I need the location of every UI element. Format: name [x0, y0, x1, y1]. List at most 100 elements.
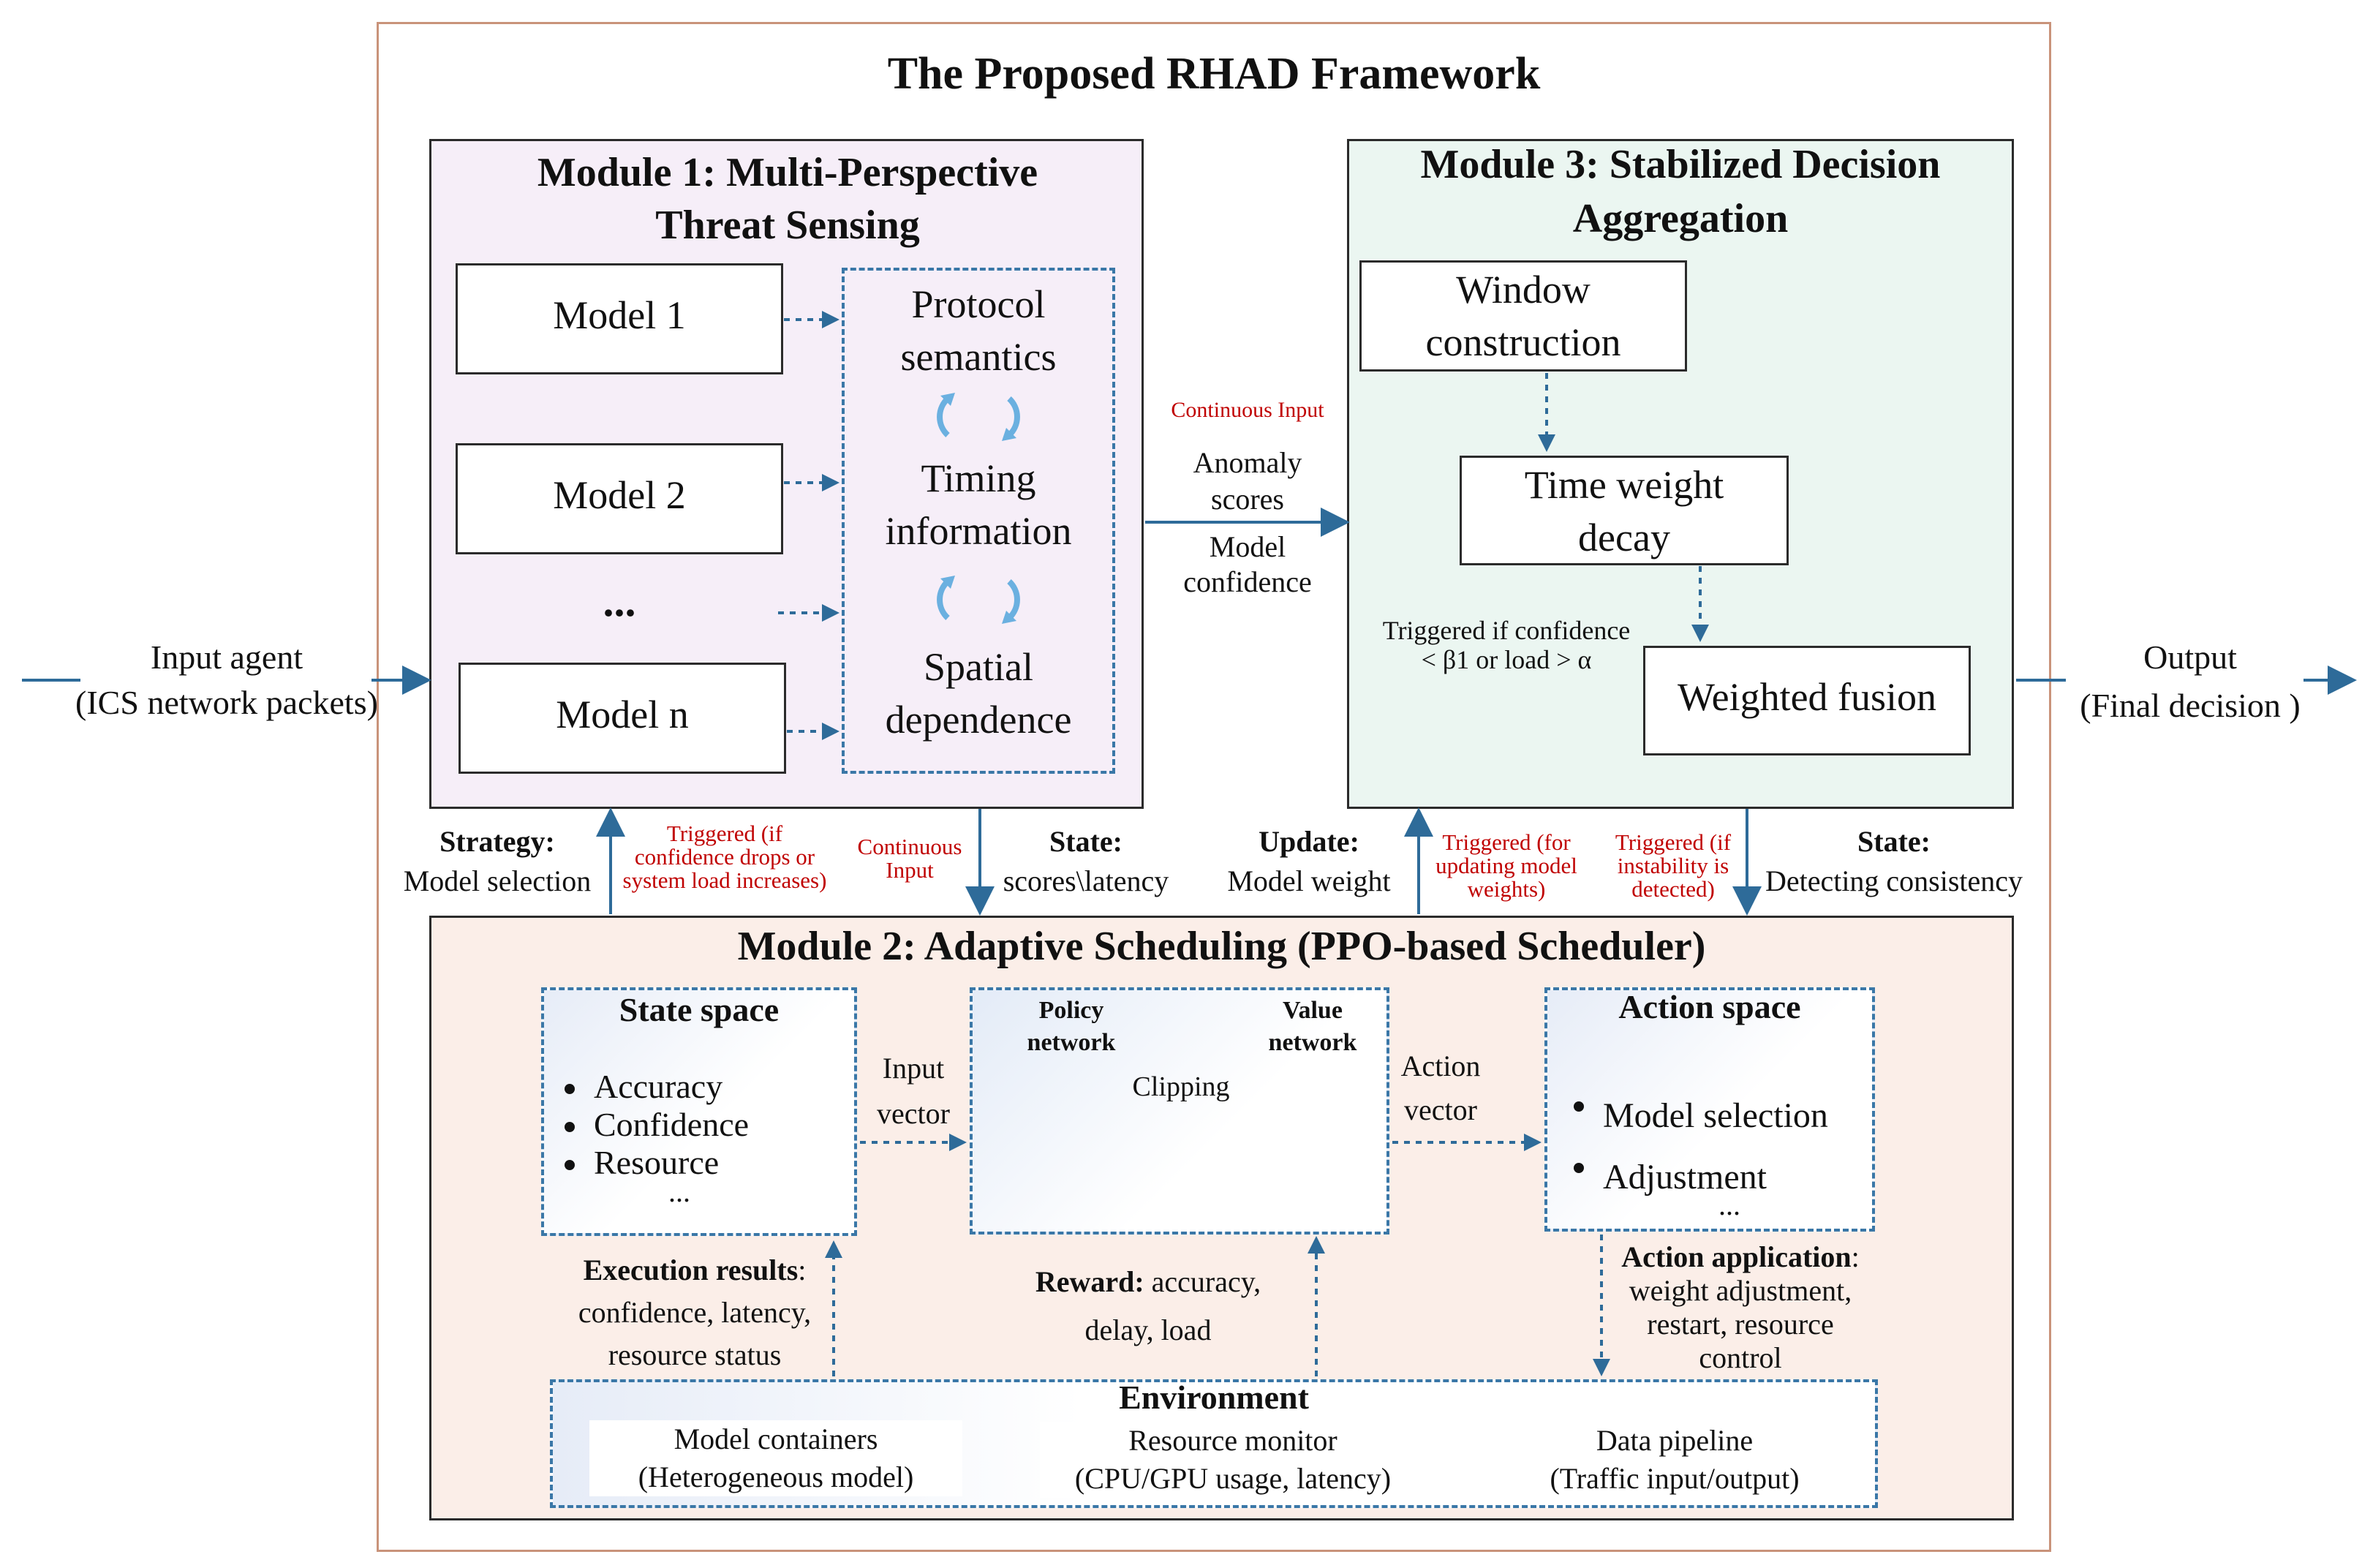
model-n-label: Model n — [556, 693, 689, 736]
env2-line2: (CPU/GPU usage, latency) — [1074, 1462, 1392, 1495]
time-weight-decay-label: Time weight decay — [1460, 459, 1789, 564]
time-weight-decay-box — [1460, 456, 1789, 565]
trig1-line1: Triggered (if — [666, 821, 783, 846]
env-data-pipeline: Data pipeline (Traffic input/output) — [1528, 1422, 1821, 1498]
decay-line2: decay — [1578, 516, 1670, 559]
state-item-confidence: Confidence — [556, 1106, 749, 1144]
framework-title: The Proposed RHAD Framework — [887, 49, 1541, 99]
weighted-fusion-box — [1643, 646, 1971, 755]
timing-line2: information — [885, 509, 1072, 553]
update-text: Model weight — [1227, 864, 1391, 897]
perspectives-box — [842, 268, 1115, 774]
action-app-line4: control — [1699, 1341, 1782, 1374]
policy-network-label: Policy network — [995, 995, 1148, 1059]
trig3-line3: detected) — [1631, 876, 1715, 902]
env-model-containers: Model containers (Heterogeneous model) — [589, 1420, 962, 1496]
anomaly-line1: Anomaly — [1193, 446, 1302, 479]
reward-label: Reward: accuracy, delay, load — [1009, 1258, 1287, 1354]
input-line1: Input agent — [150, 638, 303, 676]
cont-line2: Input — [886, 857, 934, 883]
module2-title: Module 2: Adaptive Scheduling (PPO-based… — [737, 924, 1706, 969]
env-resource-monitor: Resource monitor (CPU/GPU usage, latency… — [1040, 1422, 1426, 1498]
weighted-fusion-label: Weighted fusion — [1677, 675, 1937, 719]
env3-line2: (Traffic input/output) — [1550, 1462, 1800, 1495]
continuous-input-down-label: Continuous Input — [838, 835, 981, 882]
module3-trigger-label: Triggered if confidence < β1 or load > α — [1360, 616, 1653, 674]
action-space-box — [1544, 987, 1875, 1232]
model-2-label: Model 2 — [553, 473, 686, 517]
action-vector-label: Action vector — [1389, 1044, 1492, 1132]
input-line2: (ICS network packets) — [75, 684, 378, 721]
state-item-resource: Resource — [556, 1144, 749, 1182]
execution-results-label: Execution results: confidence, latency, … — [541, 1249, 848, 1376]
policy-line1: Policy — [1038, 997, 1104, 1024]
policy-line2: network — [1027, 1029, 1116, 1056]
trig2-line2: updating model — [1435, 853, 1577, 878]
model-n-box — [459, 663, 786, 774]
exec-colon: : — [798, 1254, 807, 1286]
update-title: Update: — [1259, 825, 1359, 858]
trigger-update-weights-label: Triggered (for updating model weights) — [1419, 831, 1594, 901]
trig1-line3: system load increases) — [622, 867, 827, 893]
action-item-model-selection: Model selection — [1565, 1085, 1828, 1147]
module1-title-line2: Threat Sensing — [655, 203, 920, 248]
strategy-label: Strategy: Model selection — [388, 822, 607, 901]
state-space-list: Accuracy Confidence Resource — [556, 1068, 749, 1182]
model-1-label: Model 1 — [553, 293, 686, 337]
spatial-dependence-label: Spatial dependence — [842, 641, 1115, 746]
action-application-label: Action application: weight adjustment, r… — [1594, 1240, 1887, 1375]
reward-line2: delay, load — [1084, 1313, 1212, 1346]
input-vector-line1: Input — [882, 1052, 945, 1085]
exec-title: Execution results — [583, 1254, 799, 1286]
protocol-line2: semantics — [900, 335, 1057, 379]
value-line1: Value — [1283, 997, 1343, 1024]
spatial-line1: Spatial — [924, 645, 1033, 689]
anomaly-scores-label: Anomaly scores — [1147, 445, 1348, 518]
env1-line1: Model containers — [673, 1422, 878, 1455]
state2-text: Detecting consistency — [1765, 864, 2023, 897]
decay-line1: Time weight — [1524, 463, 1724, 507]
spatial-line2: dependence — [885, 698, 1072, 742]
window-line2: construction — [1425, 320, 1621, 364]
env3-line1: Data pipeline — [1596, 1424, 1754, 1457]
reward-title: Reward: — [1035, 1265, 1144, 1298]
exec-line3: resource status — [608, 1338, 782, 1371]
input-vector-line2: vector — [877, 1097, 950, 1130]
output-line2: (Final decision ) — [2080, 687, 2301, 724]
trigger-line2: < β1 or load > α — [1421, 645, 1592, 674]
module3-title: Module 3: Stabilized Decision Aggregatio… — [1347, 137, 2014, 246]
env2-line1: Resource monitor — [1128, 1424, 1337, 1457]
action-vector-line2: vector — [1404, 1093, 1477, 1126]
action-app-title: Action application — [1621, 1240, 1852, 1273]
action-item-adjustment: Adjustment — [1565, 1147, 1828, 1208]
anomaly-line2: scores — [1211, 483, 1284, 516]
trig3-line2: instability is — [1617, 853, 1729, 878]
trig3-line1: Triggered (if — [1615, 829, 1732, 855]
confidence-line1: Model — [1209, 530, 1286, 563]
window-construction-label: Window construction — [1359, 263, 1687, 369]
output-label: Output (Final decision ) — [2048, 633, 2333, 730]
trig1-line2: confidence drops or — [634, 844, 815, 870]
cont-line1: Continuous — [857, 834, 962, 859]
state1-title: State: — [1049, 825, 1122, 858]
state-space-box — [541, 987, 857, 1236]
exec-line2: confidence, latency, — [578, 1296, 812, 1329]
window-construction-box — [1359, 260, 1687, 372]
timing-line1: Timing — [921, 456, 1036, 500]
output-line1: Output — [2143, 638, 2237, 676]
state-detecting-consistency-label: State: Detecting consistency — [1748, 822, 2040, 901]
input-agent-label: Input agent (ICS network packets) — [73, 635, 380, 725]
trig2-line1: Triggered (for — [1442, 829, 1571, 855]
reward-text: accuracy, — [1144, 1265, 1261, 1298]
module3-title-line1: Module 3: Stabilized Decision — [1420, 142, 1941, 187]
strategy-text: Model selection — [403, 864, 592, 897]
action-space-list: Model selection Adjustment — [1565, 1085, 1828, 1208]
model-confidence-label: Model confidence — [1147, 529, 1348, 600]
state-space-more: ... — [668, 1175, 690, 1208]
clipping-label: Clipping — [1132, 1071, 1230, 1102]
module3-title-line2: Aggregation — [1572, 196, 1789, 241]
input-vector-label: Input vector — [859, 1046, 968, 1137]
state1-text: scores\latency — [1003, 864, 1169, 897]
env1-line2: (Heterogeneous model) — [638, 1460, 914, 1493]
continuous-input-label: Continuous Input — [1171, 398, 1324, 422]
